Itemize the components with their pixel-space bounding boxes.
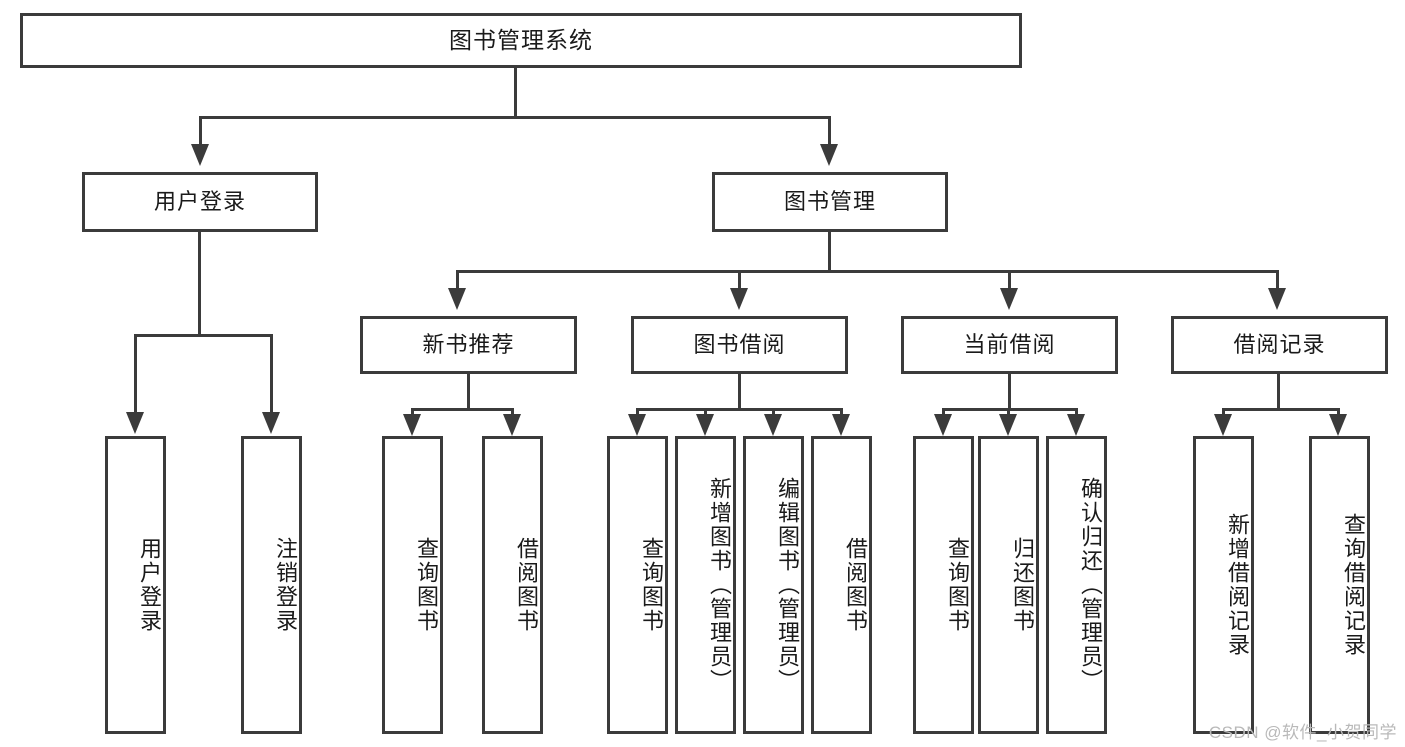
node-label: 图书管理系统 [449,26,593,53]
leaf-query-book-borrow[interactable]: 查询图书 [607,436,668,734]
connector-level3-drop-1 [456,270,459,290]
node-label: 编辑图书（管理员） [775,477,800,693]
connector-new-book-drop-2 [511,408,514,416]
connector-book-borrow-drop-1 [636,408,639,416]
node-label: 查询借阅记录 [1341,513,1366,657]
node-label: 用户登录 [137,537,162,633]
connector-level2-bus [199,116,831,119]
connector-book-borrow-drop-2 [704,408,707,416]
node-borrow-records[interactable]: 借阅记录 [1171,316,1388,374]
connector-root-stem [514,68,517,118]
node-label: 图书管理 [783,188,876,214]
connector-new-book-bus [411,408,514,411]
node-label: 用户登录 [153,188,246,214]
node-user-login[interactable]: 用户登录 [82,172,318,232]
arrow-to-leaf-query-book-1 [403,414,421,436]
node-label: 借阅图书 [843,537,868,633]
connector-book-borrow-bus [636,408,842,411]
connector-current-borrow-stem [1008,374,1011,410]
leaf-logout[interactable]: 注销登录 [241,436,302,734]
node-label: 确认归还（管理员） [1078,477,1103,693]
leaf-confirm-return-admin[interactable]: 确认归还（管理员） [1046,436,1107,734]
connector-current-borrow-drop-1 [942,408,945,416]
node-root-system[interactable]: 图书管理系统 [20,13,1022,68]
node-label: 借阅图书 [514,537,539,633]
arrow-to-leaf-return-book [999,414,1017,436]
leaf-borrow-book[interactable]: 借阅图书 [811,436,872,734]
connector-borrow-records-drop-2 [1337,408,1340,416]
leaf-return-book[interactable]: 归还图书 [978,436,1039,734]
connector-borrow-records-bus [1222,408,1339,411]
leaf-edit-book-admin[interactable]: 编辑图书（管理员） [743,436,804,734]
connector-level3-drop-4 [1276,270,1279,290]
node-label: 新书推荐 [422,331,515,357]
arrow-to-new-book [448,288,466,310]
connector-book-borrow-stem [738,374,741,410]
connector-user-login-drop-2 [270,334,273,414]
arrow-to-leaf-add-book [696,414,714,436]
leaf-user-login[interactable]: 用户登录 [105,436,166,734]
connector-borrow-records-stem [1277,374,1280,410]
node-label: 归还图书 [1010,537,1035,633]
node-label: 新增图书（管理员） [707,477,732,693]
arrow-to-leaf-edit-book [764,414,782,436]
arrow-to-leaf-confirm-return [1067,414,1085,436]
connector-level3-drop-2 [738,270,741,290]
connector-level2-drop-2 [828,116,831,144]
connector-book-manage-stem [828,232,831,272]
arrow-to-leaf-query-book-2 [628,414,646,436]
connector-current-borrow-drop-2 [1007,408,1010,416]
leaf-query-book-recommend[interactable]: 查询图书 [382,436,443,734]
arrow-to-user-login [191,144,209,166]
connector-new-book-drop-1 [411,408,414,416]
node-label: 查询图书 [945,537,970,633]
connector-level3-drop-3 [1008,270,1011,290]
node-label: 查询图书 [639,537,664,633]
arrow-to-borrow-records [1268,288,1286,310]
arrow-to-leaf-query-record [1329,414,1347,436]
connector-user-login-drop-1 [134,334,137,414]
connector-user-login-stem [198,232,201,336]
arrow-to-leaf-borrow-book-1 [503,414,521,436]
node-label: 借阅记录 [1233,331,1326,357]
leaf-query-book-current[interactable]: 查询图书 [913,436,974,734]
connector-borrow-records-drop-1 [1222,408,1225,416]
leaf-query-borrow-record[interactable]: 查询借阅记录 [1309,436,1370,734]
arrow-to-leaf-query-book-3 [934,414,952,436]
node-current-borrow[interactable]: 当前借阅 [901,316,1118,374]
connector-book-borrow-drop-3 [772,408,775,416]
connector-book-borrow-drop-4 [840,408,843,416]
connector-level2-drop-1 [199,116,202,144]
connector-user-login-bus [134,334,273,337]
arrow-to-book-borrow [730,288,748,310]
arrow-to-leaf-logout [262,412,280,434]
node-label: 图书借阅 [693,331,786,357]
arrow-to-leaf-add-record [1214,414,1232,436]
arrow-to-book-manage [820,144,838,166]
arrow-to-leaf-borrow-book-2 [832,414,850,436]
node-label: 查询图书 [414,537,439,633]
leaf-add-borrow-record[interactable]: 新增借阅记录 [1193,436,1254,734]
node-label: 注销登录 [273,537,298,633]
arrow-to-current-borrow [1000,288,1018,310]
node-book-manage[interactable]: 图书管理 [712,172,948,232]
node-label: 当前借阅 [963,331,1056,357]
connector-new-book-stem [467,374,470,410]
arrow-to-leaf-user-login [126,412,144,434]
leaf-add-book-admin[interactable]: 新增图书（管理员） [675,436,736,734]
leaf-borrow-book-recommend[interactable]: 借阅图书 [482,436,543,734]
node-book-borrow[interactable]: 图书借阅 [631,316,848,374]
connector-current-borrow-drop-3 [1075,408,1078,416]
node-label: 新增借阅记录 [1225,513,1250,657]
connector-level3-bus [456,270,1279,273]
node-new-book-recommend[interactable]: 新书推荐 [360,316,577,374]
